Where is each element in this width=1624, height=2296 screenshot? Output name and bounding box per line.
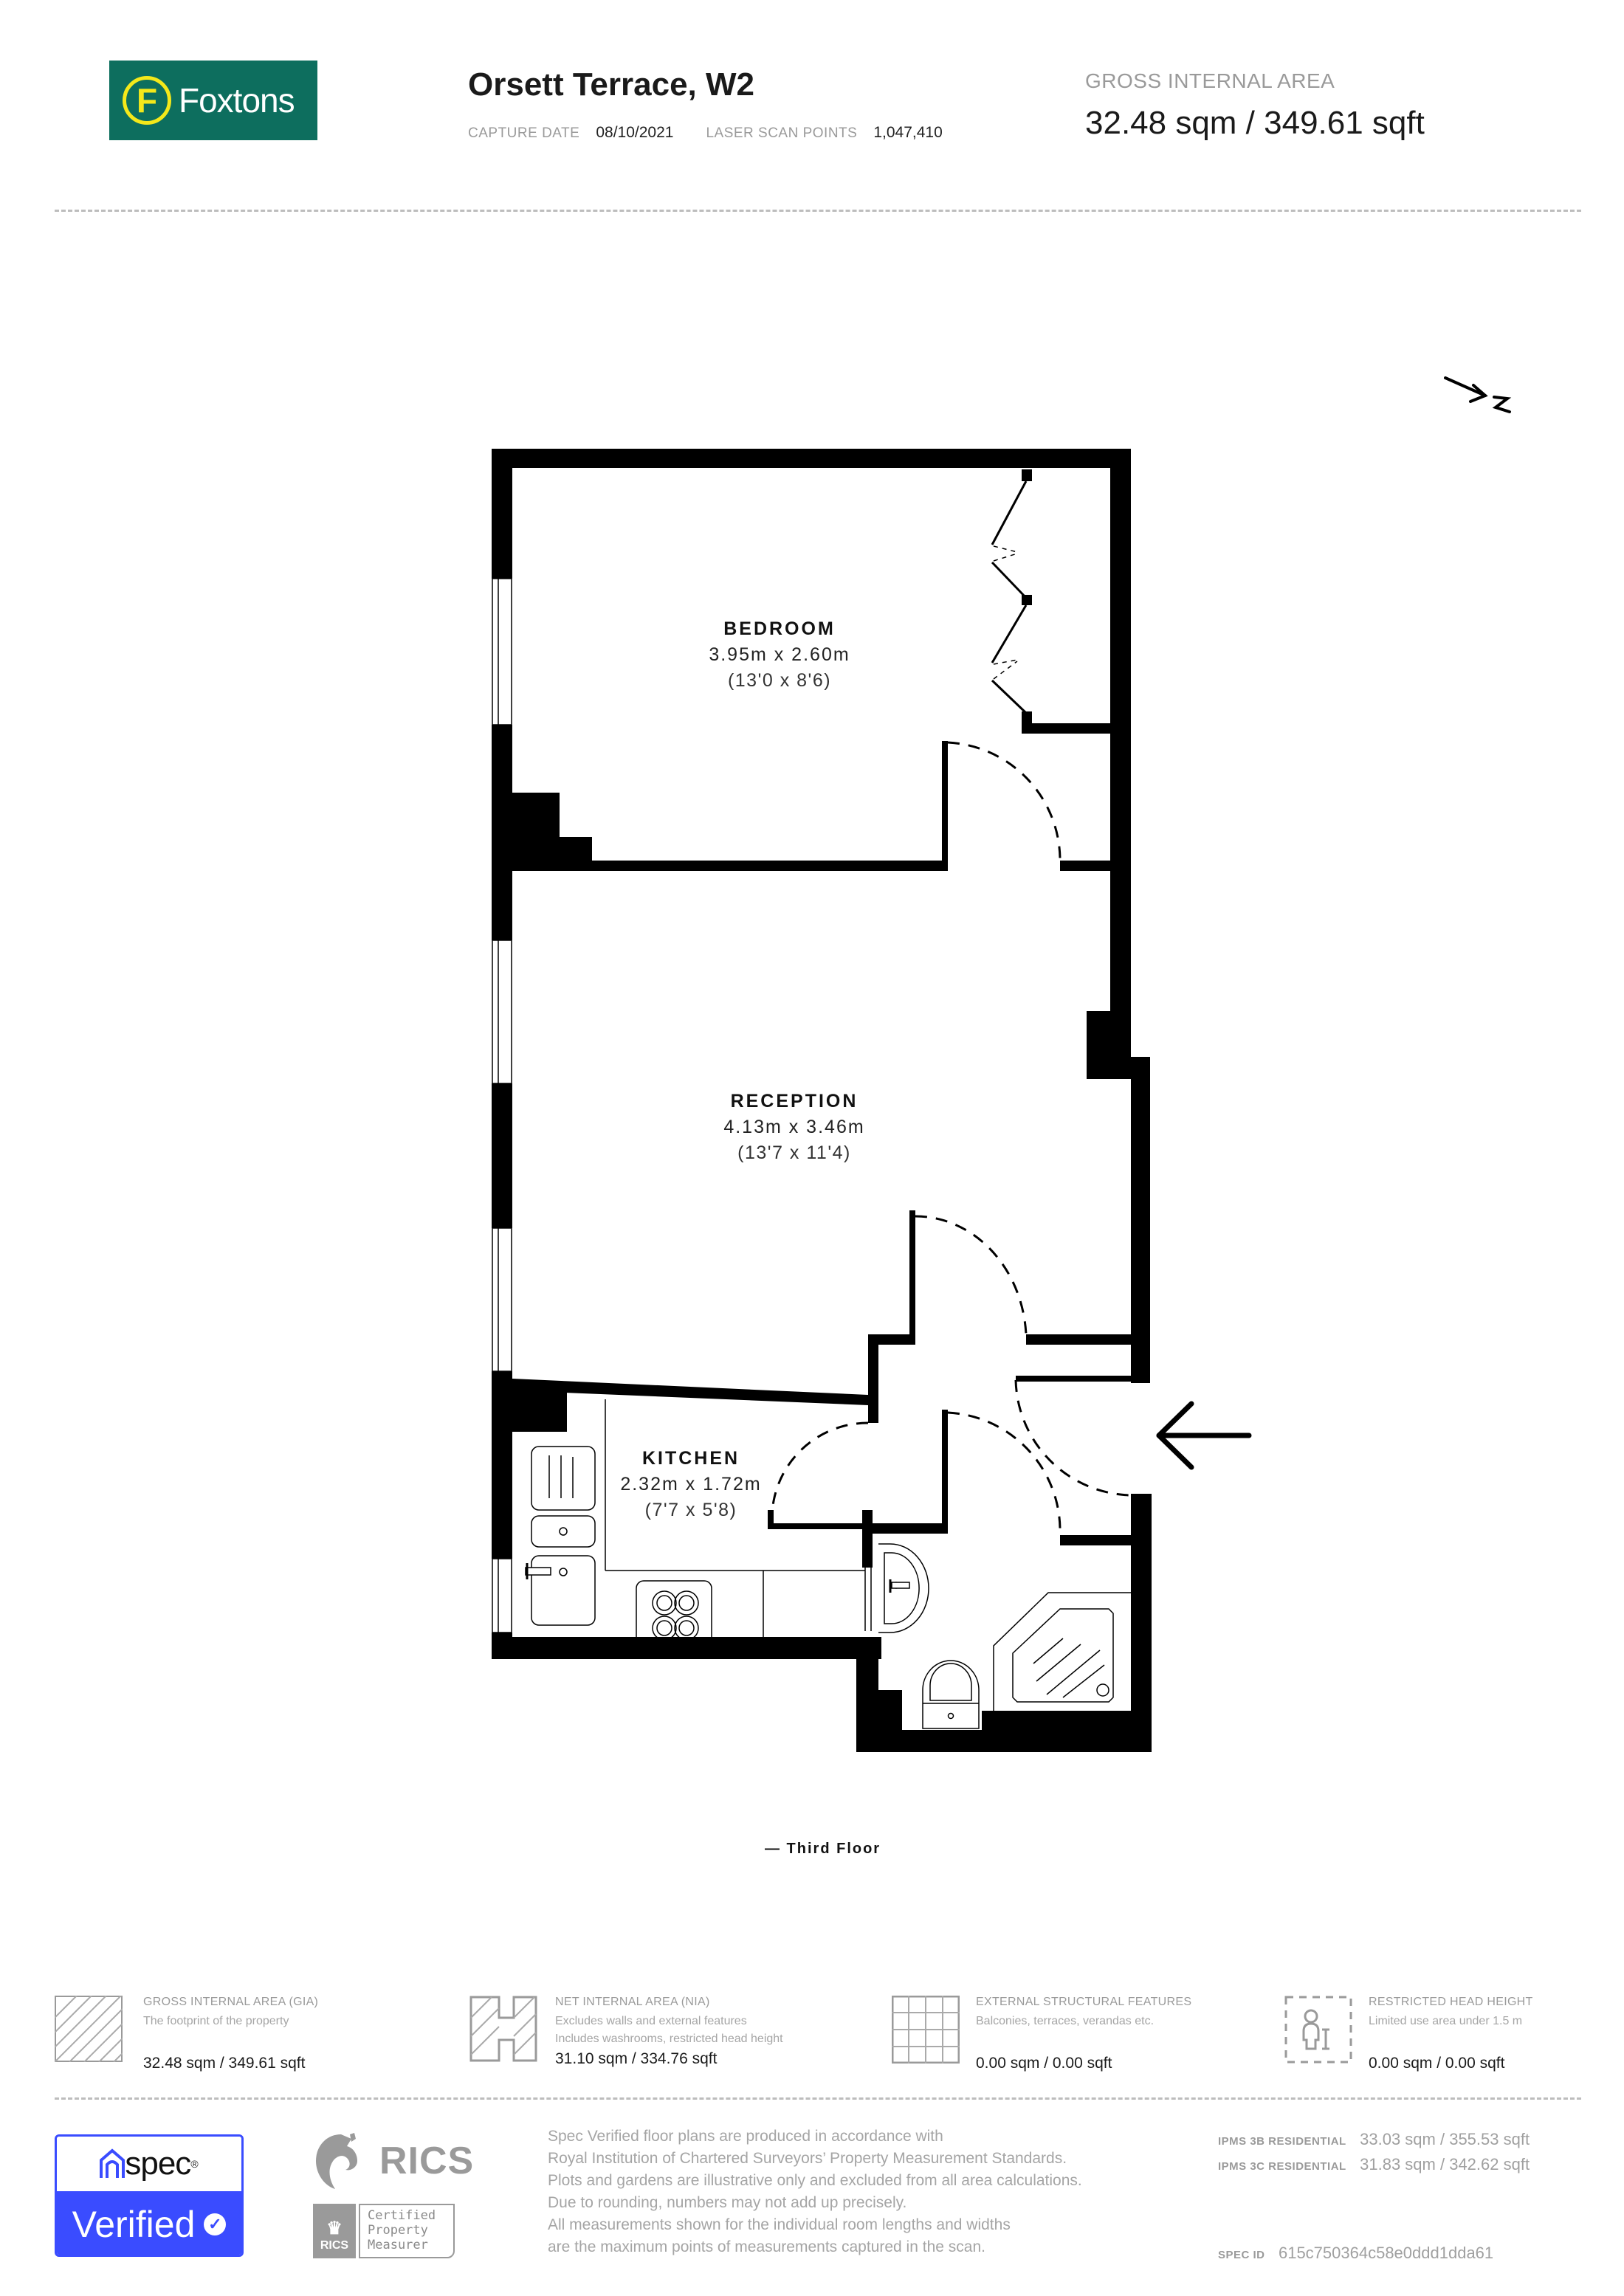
laser-scan-points: 1,047,410 [873, 124, 943, 141]
rics-logo: RICS [313, 2131, 474, 2190]
legend-value: 32.48 sqm / 349.61 sqft [143, 2055, 306, 2072]
rics-lion-small-icon: ♛ [326, 2219, 343, 2238]
legend-divider [55, 2097, 1581, 2100]
disclaimer: Spec Verified floor plans are produced i… [548, 2128, 1082, 2255]
room-name: RECEPTION [730, 1091, 859, 1111]
legend-desc: Limited use area under 1.5 m [1369, 2015, 1523, 2027]
spec-id-label: SPEC ID [1218, 2249, 1265, 2261]
header-divider [55, 210, 1581, 212]
spec-house-icon [100, 2148, 125, 2178]
legend-desc: Balconies, terraces, verandas etc. [976, 2015, 1155, 2027]
gia-hatch-icon [54, 1995, 123, 2063]
ipms-value: 31.83 sqm / 342.62 sqft [1360, 2155, 1530, 2173]
foxtons-logo: F Foxtons [109, 61, 317, 140]
gia-value: 32.48 sqm / 349.61 sqft [1085, 105, 1425, 141]
legend-nia: NET INTERNAL AREA (NIA) Excludes walls a… [555, 1996, 783, 2068]
spec-id-value: 615c750364c58e0ddd1dda61 [1278, 2244, 1494, 2262]
ipms-3c: IPMS 3C RESIDENTIAL 31.83 sqm / 342.62 s… [1218, 2155, 1530, 2174]
spec-id: SPEC ID 615c750364c58e0ddd1dda61 [1218, 2244, 1493, 2263]
legend-title: EXTERNAL STRUCTURAL FEATURES [976, 1996, 1192, 2008]
floor-label: — Third Floor [765, 1841, 881, 1857]
room-metric: 4.13m x 3.46m [723, 1117, 865, 1137]
legend-value: 31.10 sqm / 334.76 sqft [555, 2050, 718, 2067]
room-kitchen: KITCHEN 2.32m x 1.72m (7'7 x 5'8) [580, 1448, 802, 1521]
room-reception: RECEPTION 4.13m x 3.46m (13'7 x 11'4) [647, 1091, 942, 1164]
spec-verified-badge: spec® Verified ✓ [55, 2134, 244, 2257]
rics-name: RICS [379, 2140, 475, 2182]
legend-desc: Includes washrooms, restricted head heig… [555, 2033, 783, 2045]
legend-value: 0.00 sqm / 0.00 sqft [976, 2055, 1112, 2072]
check-circle-icon: ✓ [204, 2213, 227, 2235]
room-name: BEDROOM [723, 618, 836, 639]
rics-lion-icon [316, 2133, 357, 2189]
ipms-label: IPMS 3B RESIDENTIAL [1218, 2135, 1346, 2148]
room-imperial: (13'0 x 8'6) [727, 670, 832, 691]
restricted-height-icon [1284, 1996, 1352, 2064]
ipms-3b: IPMS 3B RESIDENTIAL 33.03 sqm / 355.53 s… [1218, 2130, 1530, 2149]
rics-certified-badge: ♛ RICS Certified Property Measurer [313, 2204, 455, 2258]
floor-plan [492, 449, 1152, 1752]
external-grid-icon [891, 1995, 960, 2064]
legend-title: GROSS INTERNAL AREA (GIA) [143, 1996, 319, 2008]
legend-gia: GROSS INTERNAL AREA (GIA) The footprint … [143, 1996, 318, 2072]
north-arrow-icon [1444, 376, 1512, 413]
room-imperial: (7'7 x 5'8) [644, 1500, 737, 1520]
legend-restricted: RESTRICTED HEAD HEIGHT Limited use area … [1369, 1996, 1533, 2072]
legend-title: RESTRICTED HEAD HEIGHT [1369, 1996, 1533, 2008]
legend-external: EXTERNAL STRUCTURAL FEATURES Balconies, … [976, 1996, 1191, 2072]
capture-date: 08/10/2021 [596, 124, 674, 141]
legend-desc: Excludes walls and external features [555, 2015, 747, 2027]
capture-meta: CAPTURE DATE 08/10/2021 LASER SCAN POINT… [468, 124, 943, 142]
rics-small-logo: ♛ RICS [313, 2204, 356, 2258]
capture-date-label: CAPTURE DATE [468, 125, 580, 141]
room-metric: 3.95m x 2.60m [709, 644, 850, 665]
entrance-arrow-icon [1156, 1401, 1252, 1470]
ipms-label: IPMS 3C RESIDENTIAL [1218, 2160, 1346, 2173]
legend-value: 0.00 sqm / 0.00 sqft [1369, 2055, 1505, 2072]
room-metric: 2.32m x 1.72m [620, 1474, 762, 1495]
room-name: KITCHEN [641, 1448, 740, 1469]
spec-word: spec [125, 2145, 191, 2182]
property-title: Orsett Terrace, W2 [468, 66, 755, 103]
foxtons-f-icon: F [123, 76, 171, 125]
laser-scan-label: LASER SCAN POINTS [706, 125, 858, 141]
verified-label: Verified [72, 2203, 196, 2245]
brand-name: Foxtons [179, 81, 295, 120]
ipms-value: 33.03 sqm / 355.53 sqft [1360, 2130, 1530, 2148]
legend-desc: The footprint of the property [143, 2015, 289, 2027]
room-imperial: (13'7 x 11'4) [737, 1142, 851, 1163]
gia-label: GROSS INTERNAL AREA [1085, 69, 1335, 92]
room-bedroom: BEDROOM 3.95m x 2.60m (13'0 x 8'6) [632, 618, 927, 692]
nia-hatch-icon [469, 1996, 537, 2062]
legend-title: NET INTERNAL AREA (NIA) [555, 1996, 710, 2008]
